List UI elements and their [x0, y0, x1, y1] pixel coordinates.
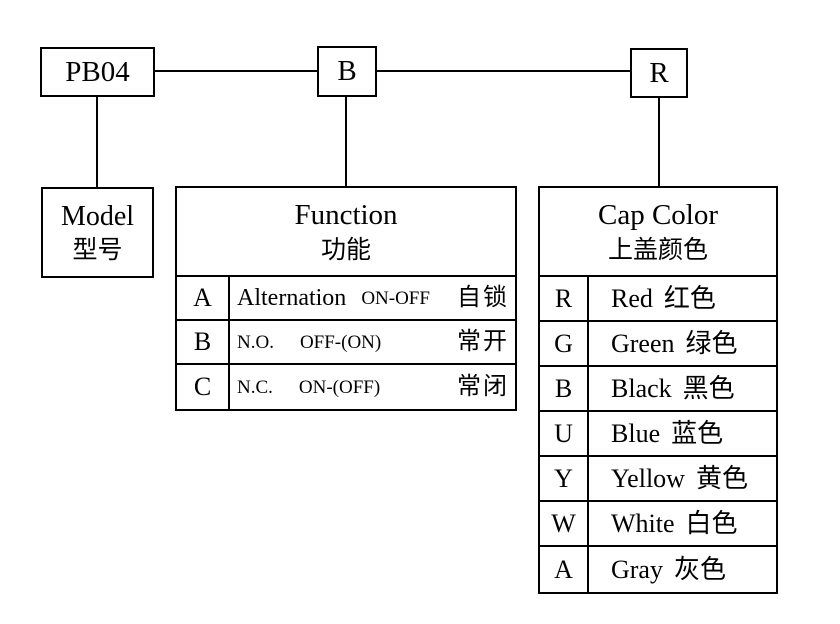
- cap-color-row-green-code: G: [540, 322, 589, 365]
- model-label-en: Model: [60, 200, 135, 232]
- cap-color-row-white-zh: 白色: [685, 508, 738, 538]
- cap-color-row-yellow-zh: 黄色: [695, 463, 748, 493]
- function-row-c-zh: 常闭: [457, 374, 509, 400]
- function-row-c-desc: N.C. ON-(OFF) 常闭: [230, 365, 515, 409]
- model-code-box: PB04: [40, 47, 155, 97]
- cap-color-row-gray: A Gray 灰色: [540, 547, 776, 592]
- cap-color-row-yellow-desc: Yellow 黄色: [589, 457, 776, 500]
- capcolor-code-box: R: [630, 48, 688, 98]
- cap-color-row-green-desc: Green 绿色: [589, 322, 776, 365]
- cap-color-row-white-en: White: [611, 508, 675, 538]
- cap-color-row-black-zh: 黑色: [682, 373, 735, 403]
- function-table: Function 功能 A Alternation ON-OFF 自锁 B N.…: [175, 186, 517, 411]
- model-code-label: PB04: [65, 55, 130, 88]
- cap-color-title-en: Cap Color: [597, 198, 719, 231]
- cap-color-row-blue: U Blue 蓝色: [540, 412, 776, 457]
- cap-color-row-black: B Black 黑色: [540, 367, 776, 412]
- function-title-en: Function: [294, 198, 398, 231]
- cap-color-row-yellow-en: Yellow: [611, 463, 685, 493]
- function-table-header: Function 功能: [177, 188, 515, 277]
- function-code-label: B: [337, 55, 357, 87]
- function-row-c-mode: ON-(OFF): [298, 376, 381, 398]
- connector-line-r-to-capcolor: [658, 98, 660, 186]
- cap-color-row-gray-en: Gray: [611, 554, 663, 584]
- cap-color-row-black-en: Black: [611, 373, 672, 403]
- function-row-b-mode: OFF-(ON): [299, 331, 382, 353]
- cap-color-row-green-zh: 绿色: [685, 328, 738, 358]
- cap-color-row-white-code: W: [540, 502, 589, 545]
- model-label-zh: 型号: [72, 236, 123, 264]
- function-row-a-mode: ON-OFF: [361, 287, 430, 309]
- function-code-box: B: [317, 46, 377, 97]
- cap-color-title-zh: 上盖颜色: [607, 236, 708, 264]
- cap-color-row-red: R Red 红色: [540, 277, 776, 322]
- function-row-b-desc: N.O. OFF-(ON) 常开: [230, 321, 515, 363]
- connector-line-pb04-to-b: [155, 70, 317, 72]
- cap-color-row-red-en: Red: [611, 283, 653, 313]
- cap-color-row-red-code: R: [540, 277, 589, 320]
- cap-color-row-blue-zh: 蓝色: [671, 418, 724, 448]
- cap-color-row-red-desc: Red 红色: [589, 277, 776, 320]
- cap-color-row-gray-desc: Gray 灰色: [589, 547, 776, 592]
- connector-line-b-to-r: [377, 70, 630, 72]
- cap-color-row-yellow-code: Y: [540, 457, 589, 500]
- cap-color-row-blue-desc: Blue 蓝色: [589, 412, 776, 455]
- function-row-b: B N.O. OFF-(ON) 常开: [177, 321, 515, 365]
- function-row-a-zh: 自锁: [457, 285, 509, 311]
- cap-color-row-white: W White 白色: [540, 502, 776, 547]
- connector-line-b-to-function: [345, 97, 347, 186]
- capcolor-code-label: R: [649, 56, 669, 89]
- function-row-b-zh: 常开: [457, 329, 509, 355]
- cap-color-row-black-desc: Black 黑色: [589, 367, 776, 410]
- cap-color-row-blue-code: U: [540, 412, 589, 455]
- cap-color-row-gray-zh: 灰色: [673, 554, 726, 584]
- function-title-zh: 功能: [320, 236, 371, 264]
- cap-color-row-black-code: B: [540, 367, 589, 410]
- cap-color-row-green-en: Green: [611, 328, 675, 358]
- function-row-a-code: A: [177, 277, 230, 319]
- cap-color-table: Cap Color 上盖颜色 R Red 红色 G Green 绿色 B Bla…: [538, 186, 778, 594]
- cap-color-row-white-desc: White 白色: [589, 502, 776, 545]
- function-row-c: C N.C. ON-(OFF) 常闭: [177, 365, 515, 409]
- function-row-a-name: Alternation: [237, 285, 347, 311]
- function-row-c-code: C: [177, 365, 230, 409]
- cap-color-row-yellow: Y Yellow 黄色: [540, 457, 776, 502]
- function-row-b-code: B: [177, 321, 230, 363]
- cap-color-row-green: G Green 绿色: [540, 322, 776, 367]
- function-row-a: A Alternation ON-OFF 自锁: [177, 277, 515, 321]
- function-row-a-desc: Alternation ON-OFF 自锁: [230, 277, 515, 319]
- model-box: Model 型号: [41, 187, 154, 278]
- cap-color-row-blue-en: Blue: [611, 418, 661, 448]
- cap-color-table-header: Cap Color 上盖颜色: [540, 188, 776, 277]
- function-row-c-name: N.C.: [237, 376, 273, 398]
- connector-line-pb04-to-model: [96, 97, 98, 187]
- function-row-b-name: N.O.: [237, 331, 274, 353]
- cap-color-row-gray-code: A: [540, 547, 589, 592]
- cap-color-row-red-zh: 红色: [663, 283, 716, 313]
